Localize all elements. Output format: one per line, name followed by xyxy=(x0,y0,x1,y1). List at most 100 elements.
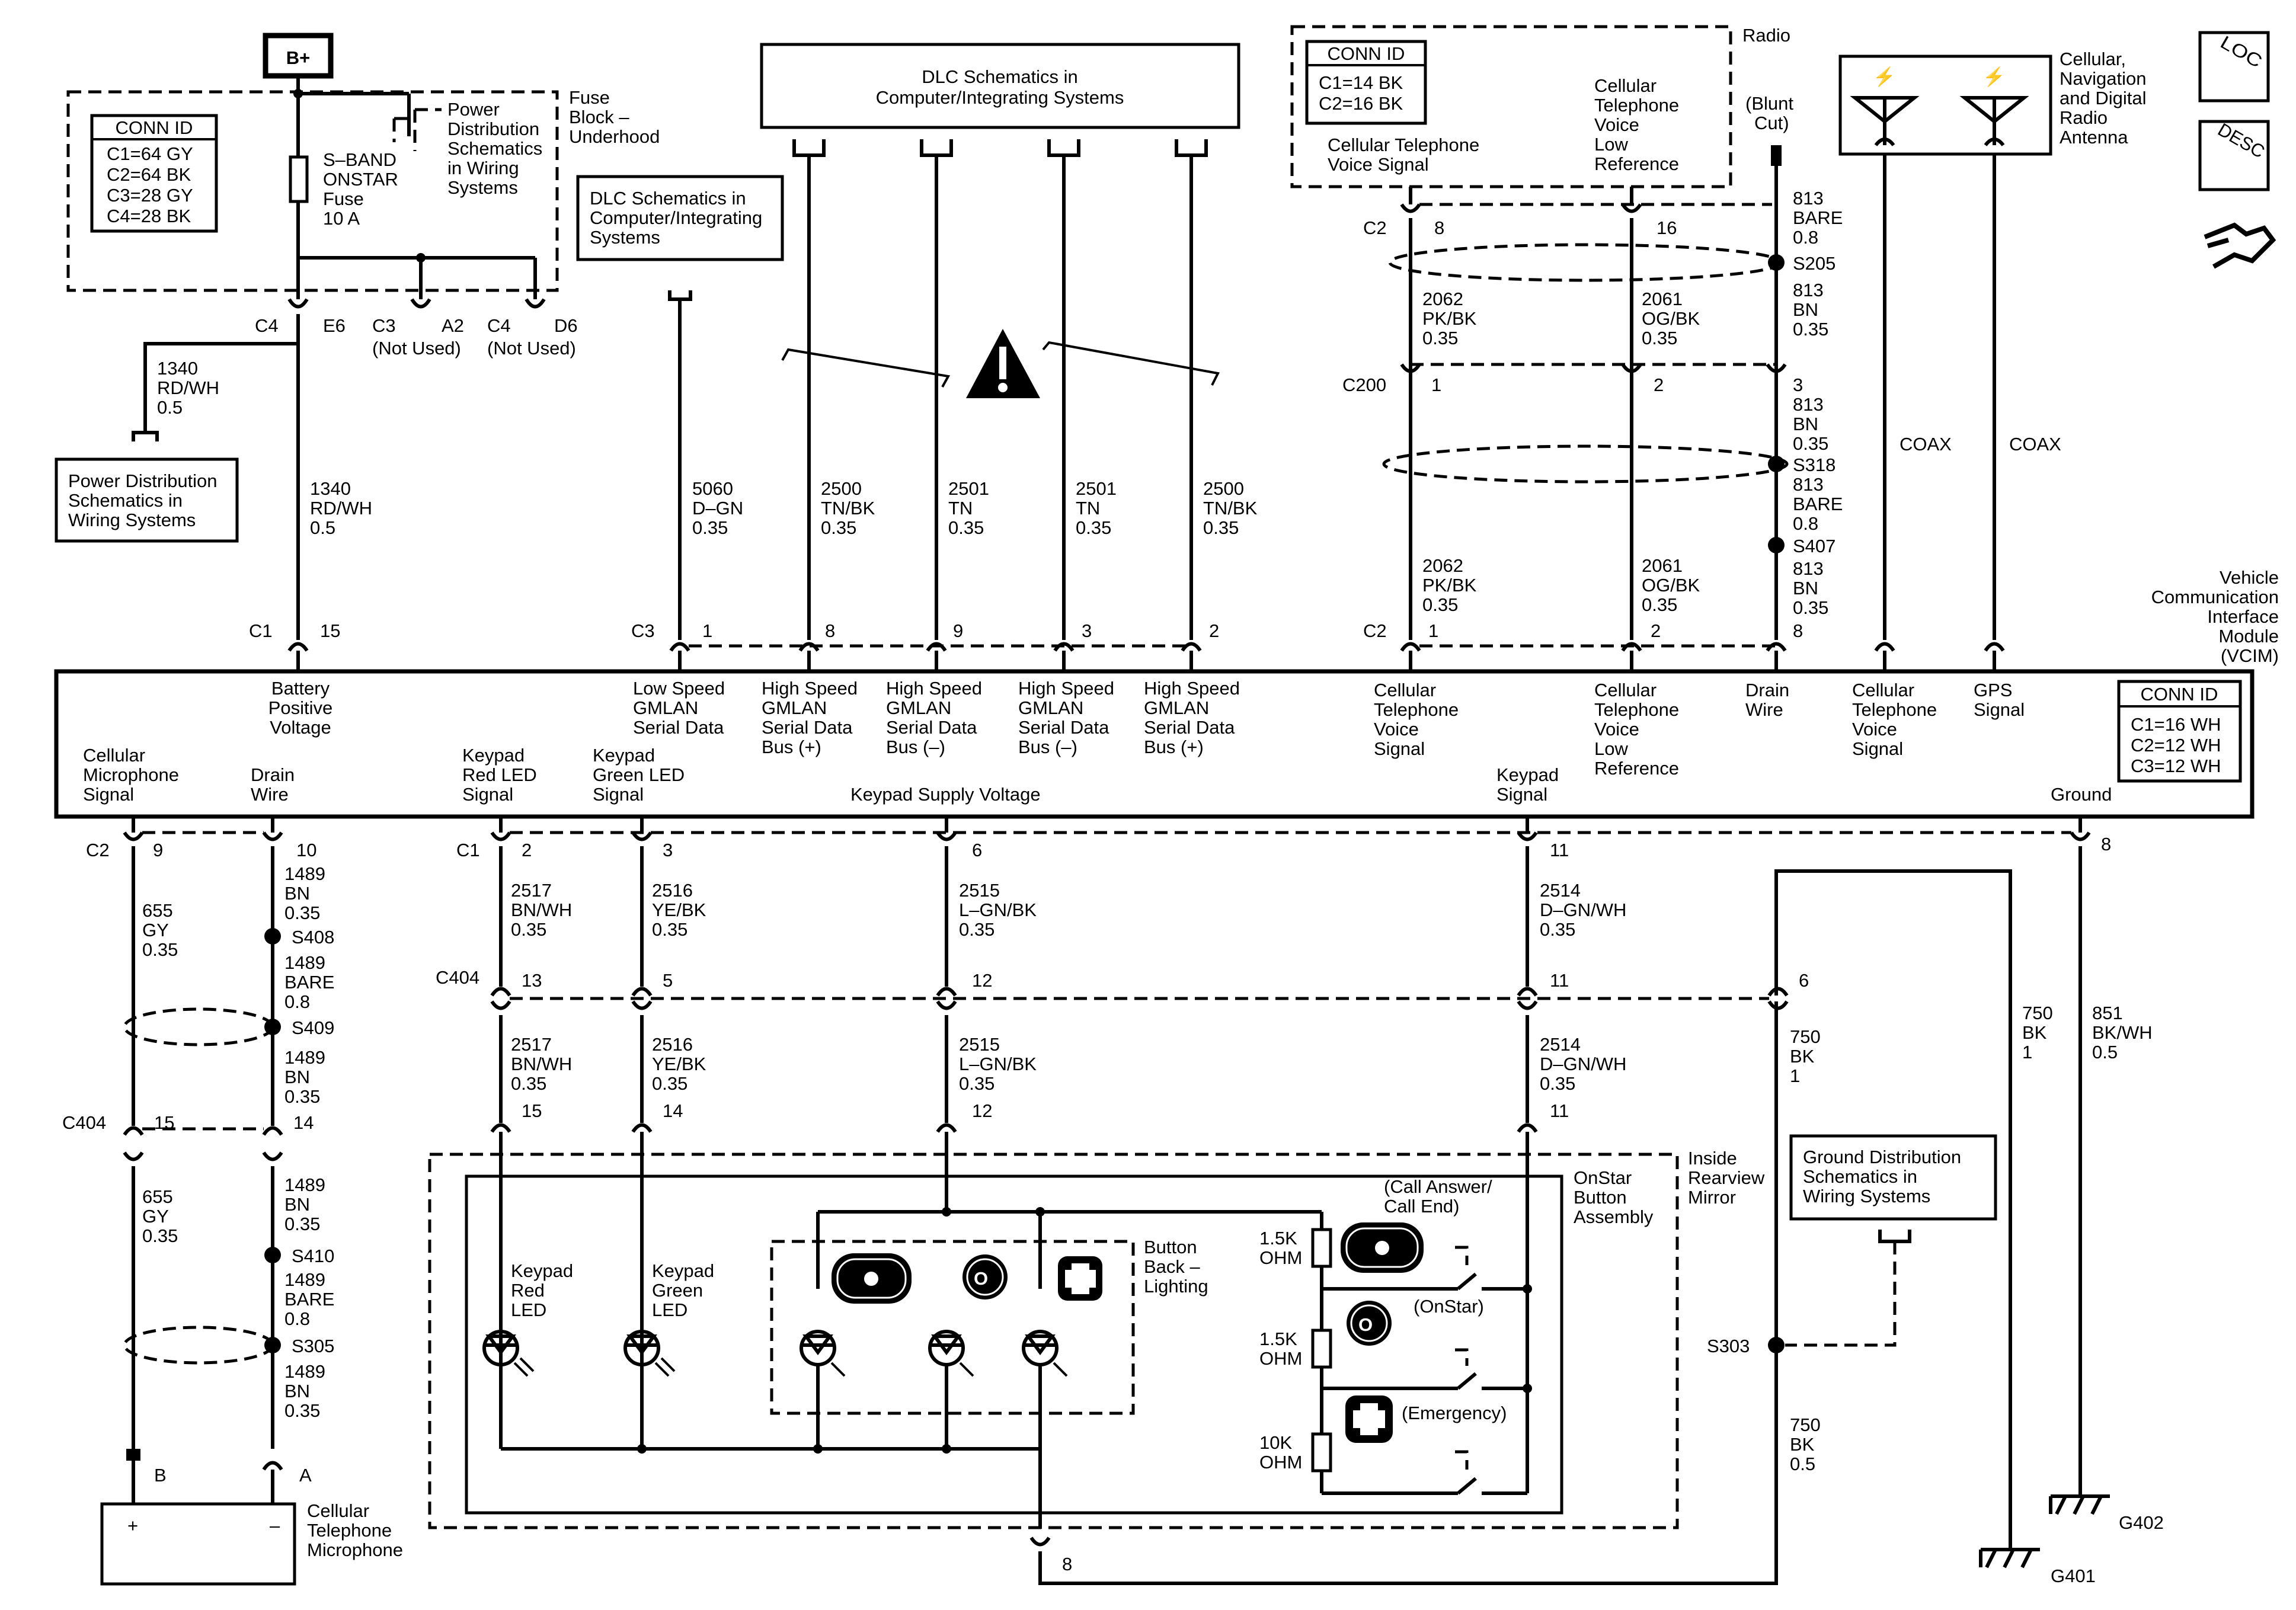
pin-label: 11 xyxy=(1550,840,1569,860)
vcim-label: Vehicle xyxy=(2220,567,2279,588)
wire-label: 0.35 xyxy=(142,939,178,960)
button-label: (Emergency) xyxy=(1402,1403,1507,1423)
microphone-label: Cellular xyxy=(307,1500,369,1521)
wire-label: PK/BK xyxy=(1422,575,1477,596)
splice-label: S305 xyxy=(292,1336,334,1356)
svg-text:Signal: Signal xyxy=(1374,738,1425,759)
onstar-label: Assembly xyxy=(1574,1206,1654,1227)
wire-label: 2500 xyxy=(1203,478,1244,499)
svg-text:GMLAN: GMLAN xyxy=(886,697,951,718)
svg-text:Signal: Signal xyxy=(593,784,644,805)
wire-label: GY xyxy=(142,1206,169,1227)
wire-label: 2061 xyxy=(1642,555,1683,576)
backlighting-label: Button xyxy=(1144,1237,1197,1257)
svg-text:Voltage: Voltage xyxy=(270,717,331,738)
wire-label: 1340 xyxy=(157,358,198,379)
conn-id-row: C2=16 BK xyxy=(1319,93,1403,114)
pin-label: 16 xyxy=(1657,217,1677,238)
pin-label: 8 xyxy=(1062,1554,1072,1574)
conn-id-row: C3=28 GY xyxy=(107,185,193,206)
resistor-symbol xyxy=(1311,1228,1332,1268)
svg-text:L–GN/BK: L–GN/BK xyxy=(959,1054,1037,1074)
wire-label: 0.35 xyxy=(1793,319,1828,340)
wire-label: 0.35 xyxy=(692,517,728,538)
fuse-block-label: Underhood xyxy=(569,126,660,147)
svg-text:Signal: Signal xyxy=(462,784,513,805)
pin-label: 11 xyxy=(1550,1100,1569,1121)
fuse-label: S–BAND xyxy=(323,149,396,170)
fuse-block-conn-id xyxy=(90,114,218,233)
svg-text:0.35: 0.35 xyxy=(652,919,687,940)
power-dist-label: Distribution xyxy=(447,119,539,139)
radio-pin-label: Cellular xyxy=(1594,75,1657,96)
pin-label: 1 xyxy=(702,620,712,641)
svg-text:2515: 2515 xyxy=(959,880,1000,901)
loc-icon[interactable] xyxy=(2198,31,2270,103)
pin-label: 15 xyxy=(320,620,340,641)
wire-label: GY xyxy=(142,920,169,940)
svg-text:0.35: 0.35 xyxy=(1540,1073,1575,1094)
emergency-button-icon xyxy=(1058,1256,1102,1301)
svg-text:GMLAN: GMLAN xyxy=(1018,697,1083,718)
pin-label: A xyxy=(299,1465,312,1486)
pin-label: C200 xyxy=(1342,375,1386,395)
svg-text:O: O xyxy=(1358,1314,1373,1335)
connector-view-icon[interactable] xyxy=(2204,222,2276,269)
pin-label: 9 xyxy=(153,840,163,860)
desc-icon[interactable] xyxy=(2198,120,2270,191)
svg-text:GPS: GPS xyxy=(1974,680,2012,700)
connector-c4-e6 xyxy=(287,298,309,309)
pin-label: 8 xyxy=(2101,834,2111,854)
vcim-bottom-connectors xyxy=(123,817,2091,841)
ground-icon xyxy=(2049,1494,2110,1515)
power-dist-label: Power Distribution xyxy=(68,470,218,491)
radio-pin-label: Low xyxy=(1594,134,1628,155)
svg-text:Green LED: Green LED xyxy=(593,764,685,785)
wire-label: 0.35 xyxy=(1076,517,1111,538)
fuse-label: 10 A xyxy=(323,208,360,229)
svg-text:GMLAN: GMLAN xyxy=(633,697,698,718)
svg-text:0.35: 0.35 xyxy=(511,1073,546,1094)
resistor-label: OHM xyxy=(1259,1452,1302,1473)
pin-label: C2 xyxy=(1363,217,1387,238)
wire-label: 0.35 xyxy=(142,1225,178,1246)
led-label: Red xyxy=(511,1280,545,1301)
svg-text:High Speed: High Speed xyxy=(762,678,858,699)
svg-text:Serial Data: Serial Data xyxy=(1144,717,1235,738)
dlc-left-box xyxy=(576,175,784,261)
wire-label: BARE xyxy=(284,972,334,993)
fuse-label: Fuse xyxy=(323,188,364,209)
wire-label: 813 xyxy=(1793,188,1824,209)
wire-label: 2501 xyxy=(1076,478,1117,499)
pin-label: 14 xyxy=(293,1112,314,1133)
keypad-wire-labels-lower: 2517 BN/WH 0.35 2516 YE/BK 0.35 2515 L–G… xyxy=(511,1034,1626,1094)
wire-label: COAX xyxy=(1900,434,1952,454)
pin-label: 15 xyxy=(154,1112,174,1133)
conn-id-row: C1=64 GY xyxy=(107,143,193,164)
radio-conn-id xyxy=(1305,40,1427,125)
conn-id-row: C4=28 BK xyxy=(107,206,191,226)
svg-text:Cellular: Cellular xyxy=(1594,680,1657,700)
pin-label: C4 xyxy=(487,315,511,336)
wire-label: 0.5 xyxy=(157,397,183,418)
pin-label: 8 xyxy=(825,620,835,641)
antenna-label: Navigation xyxy=(2060,68,2146,89)
wire-label: 655 xyxy=(142,900,173,921)
svg-text:Signal: Signal xyxy=(83,784,134,805)
led-label: LED xyxy=(511,1299,546,1320)
wire-label: 1489 xyxy=(284,1269,325,1290)
call-button-icon xyxy=(1341,1222,1424,1273)
wire-label: 0.35 xyxy=(1642,328,1677,348)
wire-label: 0.8 xyxy=(284,1308,310,1329)
backlighting-outline xyxy=(770,1240,1135,1415)
pin-label: 2 xyxy=(522,840,532,860)
inside-rearview-mirror-outline xyxy=(428,1153,1679,1529)
pin-label: 1 xyxy=(1431,375,1441,395)
wire-label: 5060 xyxy=(692,478,733,499)
wire-label: BN xyxy=(284,1381,310,1401)
svg-text:D–GN/WH: D–GN/WH xyxy=(1540,1054,1626,1074)
conn-id-title: CONN ID xyxy=(116,117,193,138)
antenna-icon: ⚡ ⚡ xyxy=(1850,66,2029,145)
antenna-label: Cellular, xyxy=(2060,49,2126,69)
wire-label: 1489 xyxy=(284,1047,325,1068)
